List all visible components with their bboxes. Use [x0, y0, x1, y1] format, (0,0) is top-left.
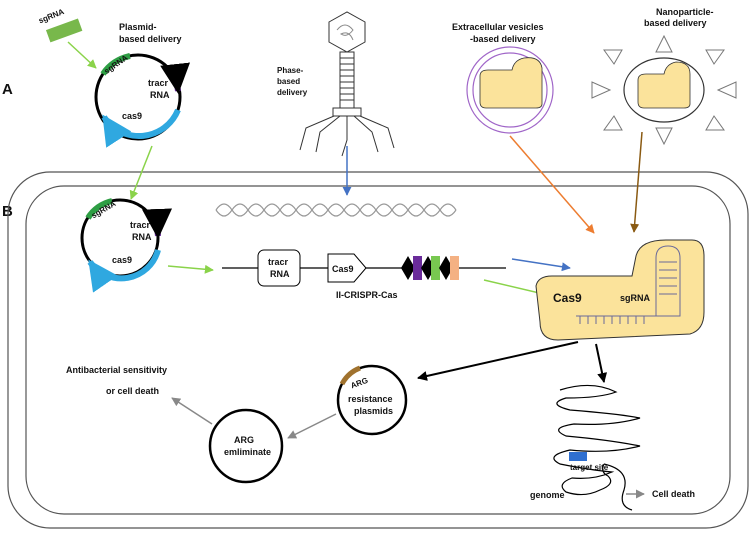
arg-elimination-arrow [287, 413, 337, 439]
bacterial-genome [553, 384, 641, 511]
cell-plasmid-tracr-segment [142, 208, 173, 239]
arg-eliminate-circle [208, 408, 284, 484]
delivery-plasmid [94, 53, 191, 148]
cell-plasmid-tracr-label-1: tracr [130, 220, 151, 230]
resistance-arg-label: ARG [349, 376, 369, 391]
resistance-label-2: plasmids [354, 406, 393, 416]
plasmid-sgrna-segment [100, 53, 131, 76]
plasmid-tracr-label-1: tracr [148, 78, 169, 88]
cell-plasmid-tracr-label-2: RNA [132, 232, 152, 242]
phage-label-3: delivery [277, 88, 308, 97]
resistance-plasmid [336, 364, 408, 436]
extracellular-vesicle [466, 46, 554, 134]
cell-inner-membrane [25, 185, 731, 515]
locus-to-complex-arrow-blue [511, 258, 571, 272]
locus-tracr-label-1: tracr [268, 257, 289, 267]
sgrna-insert-arrow [67, 41, 97, 69]
complex-sgrna-label: sgRNA [620, 293, 651, 303]
plasmid-entry-arrow [129, 145, 153, 200]
plasmid-cas9-segment [101, 108, 181, 148]
ev-entry-arrow [509, 135, 595, 234]
phage-dna-helix [215, 203, 457, 217]
locus-tracr-label-2: RNA [270, 269, 290, 279]
cell-outer-membrane [7, 171, 749, 529]
outcome-label-1: Antibacterial sensitivity [66, 365, 167, 375]
nano-delivery-label-1: Nanoparticle- [656, 7, 714, 17]
ev-delivery-label-1: Extracellular vesicles [452, 22, 544, 32]
target-site-label: target site [570, 463, 609, 472]
cas9-sgrna-complex [535, 239, 705, 341]
plasmid-tracr-segment [160, 62, 191, 94]
cell-plasmid-cas9-segment [87, 249, 161, 293]
resistance-label-1: resistance [348, 394, 393, 404]
phage [299, 11, 395, 157]
cas9-gene [327, 253, 367, 283]
target-site-marker [569, 452, 587, 461]
sensitivity-arrow [171, 397, 213, 425]
phage-label-2: based [277, 77, 300, 86]
plasmid-targeting-arrow [417, 341, 579, 381]
phage-label-1: Phase- [277, 66, 304, 75]
cell-plasmid-cas9-label: cas9 [112, 255, 132, 265]
crispr-array [401, 256, 459, 280]
nanoparticle [591, 34, 737, 146]
nano-delivery-label-2: based delivery [644, 18, 707, 28]
plasmid-cas9-label: cas9 [122, 111, 142, 121]
arg-eliminate-label-1: ARG [234, 435, 254, 445]
plasmid-delivery-title-1: Plasmid- [119, 22, 157, 32]
arg-eliminate-label-2: emliminate [224, 447, 271, 457]
ev-delivery-label-2: -based delivery [470, 34, 536, 44]
arg-segment [339, 365, 362, 386]
genome-targeting-arrow [595, 343, 608, 383]
outcome-label-2: or cell death [106, 386, 159, 396]
sgrna-fragment [45, 18, 83, 43]
tracr-rna-gene [257, 249, 301, 287]
sgrna-fragment-label: sgRNA [37, 7, 65, 25]
panel-label-a: A [2, 81, 13, 98]
nanoparticle-entry-arrow [630, 131, 643, 233]
plasmid-sgrna-label: sgRNA [103, 53, 130, 76]
plasmid-delivery-title-2: based delivery [119, 34, 182, 44]
plasmid-expression-arrow [167, 264, 214, 274]
plasmid-tracr-label-2: RNA [150, 90, 170, 100]
genome-label: genome [530, 490, 565, 500]
cell-plasmid-sgrna-segment [85, 198, 113, 220]
crispr-system-label: II-CRISPR-Cas [336, 290, 398, 300]
complex-cas9-label: Cas9 [553, 291, 582, 305]
cell-plasmid [80, 198, 173, 293]
locus-cas9-label: Cas9 [332, 264, 354, 274]
cell-death-label: Cell death [652, 489, 695, 499]
